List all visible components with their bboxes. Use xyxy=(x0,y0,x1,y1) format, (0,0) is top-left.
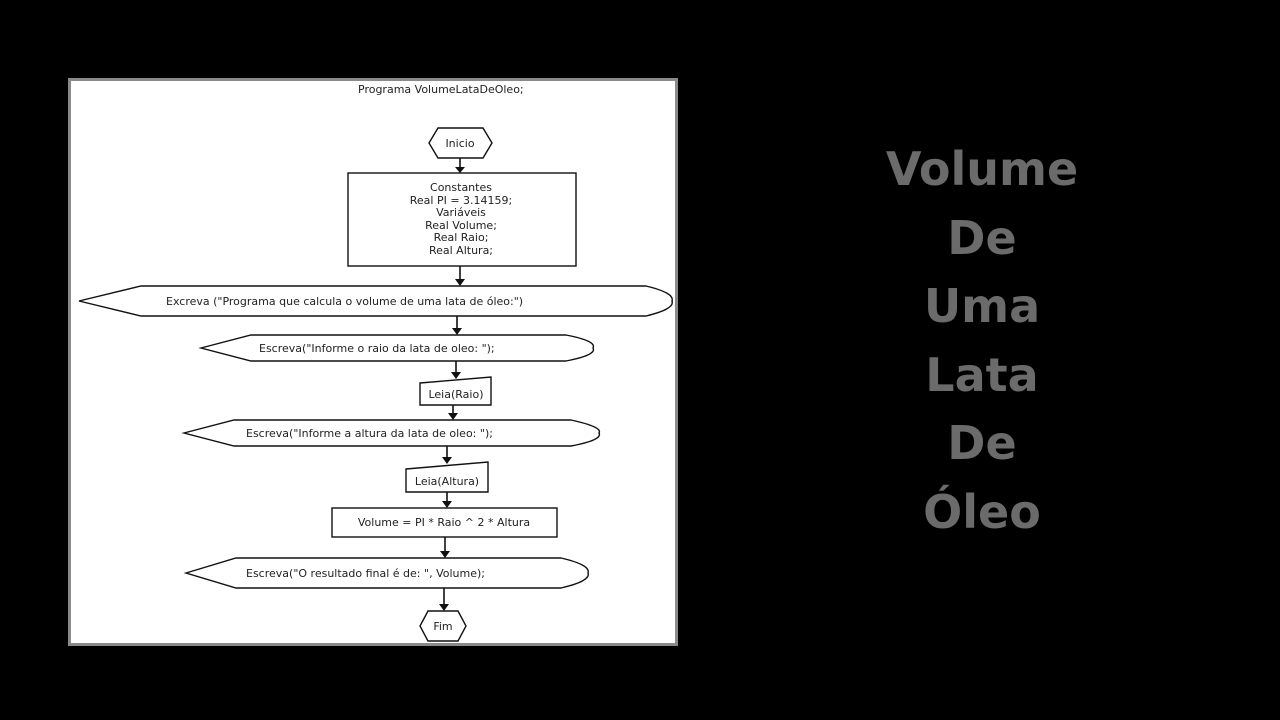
flowchart: Programa VolumeLataDeOleo; Inicio Consta… xyxy=(78,83,673,642)
flow-arrow xyxy=(451,361,461,379)
flow-arrow xyxy=(452,316,462,335)
flow-arrow xyxy=(448,405,458,420)
output-altura-label: Escreva("Informe a altura da lata de ole… xyxy=(246,427,493,440)
end-label: Fim xyxy=(433,620,452,633)
flow-arrow xyxy=(442,446,452,464)
declaration-line: Constantes xyxy=(430,181,492,194)
input-raio-box: Leia(Raio) xyxy=(419,376,492,406)
output-altura-display: Escreva("Informe a altura da lata de ole… xyxy=(181,419,601,447)
process-volume-box: Volume = PI * Raio ^ 2 * Altura xyxy=(331,507,558,538)
flow-arrow xyxy=(440,537,450,558)
slide-title: Volume De Uma Lata De Óleo xyxy=(832,135,1132,547)
flow-arrow xyxy=(439,588,449,611)
output-intro-label: Excreva ("Programa que calcula o volume … xyxy=(166,295,523,308)
output-intro-display: Excreva ("Programa que calcula o volume … xyxy=(78,285,673,317)
flow-arrow xyxy=(455,266,465,286)
input-altura-box: Leia(Altura) xyxy=(405,461,489,493)
input-raio-label: Leia(Raio) xyxy=(428,388,483,401)
start-terminator: Inicio xyxy=(428,127,493,159)
flowchart-frame: Programa VolumeLataDeOleo; Inicio Consta… xyxy=(68,78,678,646)
output-raio-label: Escreva("Informe o raio da lata de oleo:… xyxy=(259,342,495,355)
program-title: Programa VolumeLataDeOleo; xyxy=(358,83,524,96)
declaration-line: Real Raio; xyxy=(434,231,489,244)
title-line: Uma xyxy=(923,279,1041,334)
declaration-line: Real PI = 3.14159; xyxy=(410,194,513,207)
process-volume-label: Volume = PI * Raio ^ 2 * Altura xyxy=(358,516,530,529)
input-altura-label: Leia(Altura) xyxy=(415,475,479,488)
declaration-line: Real Altura; xyxy=(429,244,493,257)
title-line: Volume xyxy=(885,142,1079,196)
declarations-box: Constantes Real PI = 3.14159; Variáveis … xyxy=(347,172,577,267)
title-line: Lata xyxy=(925,347,1039,402)
declaration-line: Real Volume; xyxy=(425,219,497,232)
declaration-line: Variáveis xyxy=(436,206,486,219)
title-line: De xyxy=(947,416,1017,471)
output-result-display: Escreva("O resultado final é de: ", Volu… xyxy=(183,557,589,589)
title-line: Óleo xyxy=(923,484,1041,539)
title-line: De xyxy=(947,210,1017,265)
output-raio-display: Escreva("Informe o raio da lata de oleo:… xyxy=(198,334,595,362)
output-result-label: Escreva("O resultado final é de: ", Volu… xyxy=(246,567,485,580)
start-label: Inicio xyxy=(445,137,474,150)
flow-arrow xyxy=(442,492,452,508)
end-terminator: Fim xyxy=(419,610,467,642)
flow-arrow xyxy=(455,158,465,173)
